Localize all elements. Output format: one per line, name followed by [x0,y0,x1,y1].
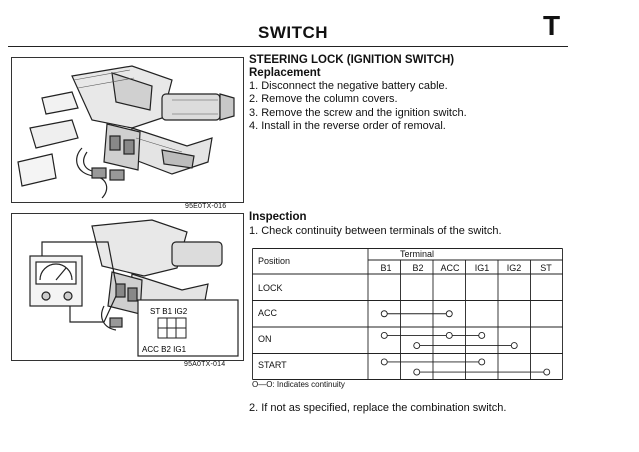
continuity-terminal-marker [380,310,388,318]
figure-caption-2: 95A0TX-014 [184,361,226,368]
steering-column-figure [11,57,244,203]
row-label-start: START [258,360,287,370]
continuity-terminal-marker [413,368,421,376]
column-header-st: ST [540,263,552,273]
continuity-terminal-marker [380,332,388,339]
page-title: SWITCH [258,23,329,42]
row-label-lock: LOCK [258,283,283,293]
column-header-ig2: IG2 [506,263,522,273]
row-label-on: ON [258,334,272,344]
row-label-acc: ACC [258,308,278,318]
continuity-terminal-marker [510,342,518,350]
inspection-step-1: 1. Check continuity between terminals of… [249,225,502,237]
column-header-b1: B1 [380,263,392,273]
continuity-check-figure: ST B1 IG2 ACC B2 IG1 [11,213,244,361]
legend-text: O—O: Indicates continuity [252,380,345,389]
header-rule [8,46,568,47]
continuity-table-grid [252,248,563,380]
replacement-step: 4. Install in the reverse order of remov… [249,119,446,132]
steering-column-illustration [17,65,235,199]
ohmmeter-illustration: ST B1 IG2 ACC B2 IG1 [29,219,239,357]
column-header-b2: B2 [412,263,424,273]
continuity-terminal-marker [478,358,486,366]
connector-inset [137,299,239,357]
continuity-table: Position Terminal B1 B2 ACC IG1 IG2 ST L… [252,248,563,380]
section-letter: T [543,10,561,41]
connector-label-bottom: ACC B2 IG1 [142,345,187,354]
section-title: STEERING LOCK (IGNITION SWITCH) [249,54,455,66]
inspection-title: Inspection [249,211,307,223]
continuity-terminal-marker [543,368,551,376]
column-header-acc: ACC [440,263,460,273]
replacement-step: 1. Disconnect the negative battery cable… [249,80,448,92]
continuity-terminal-marker [380,358,388,366]
column-header-ig1: IG1 [474,263,490,273]
replacement-step: 2. Remove the column covers. [249,93,398,106]
continuity-terminal-marker [445,310,453,318]
continuity-terminal-marker [445,332,453,339]
replacement-steps: 1. Disconnect the negative battery cable… [249,80,467,133]
terminal-header: Terminal [400,249,435,259]
continuity-legend: O—O: Indicates continuity [252,380,345,389]
connector-label-top: ST B1 IG2 [150,307,188,316]
position-header: Position [258,256,291,266]
replacement-step: 3. Remove the screw and the ignition swi… [249,106,467,119]
continuity-terminal-marker [478,332,486,339]
section-subtitle: Replacement [249,67,321,79]
inspection-step-2: 2. If not as specified, replace the comb… [249,402,507,414]
continuity-terminal-marker [413,342,421,350]
figure-caption-1: 95E0TX-016 [185,203,227,210]
